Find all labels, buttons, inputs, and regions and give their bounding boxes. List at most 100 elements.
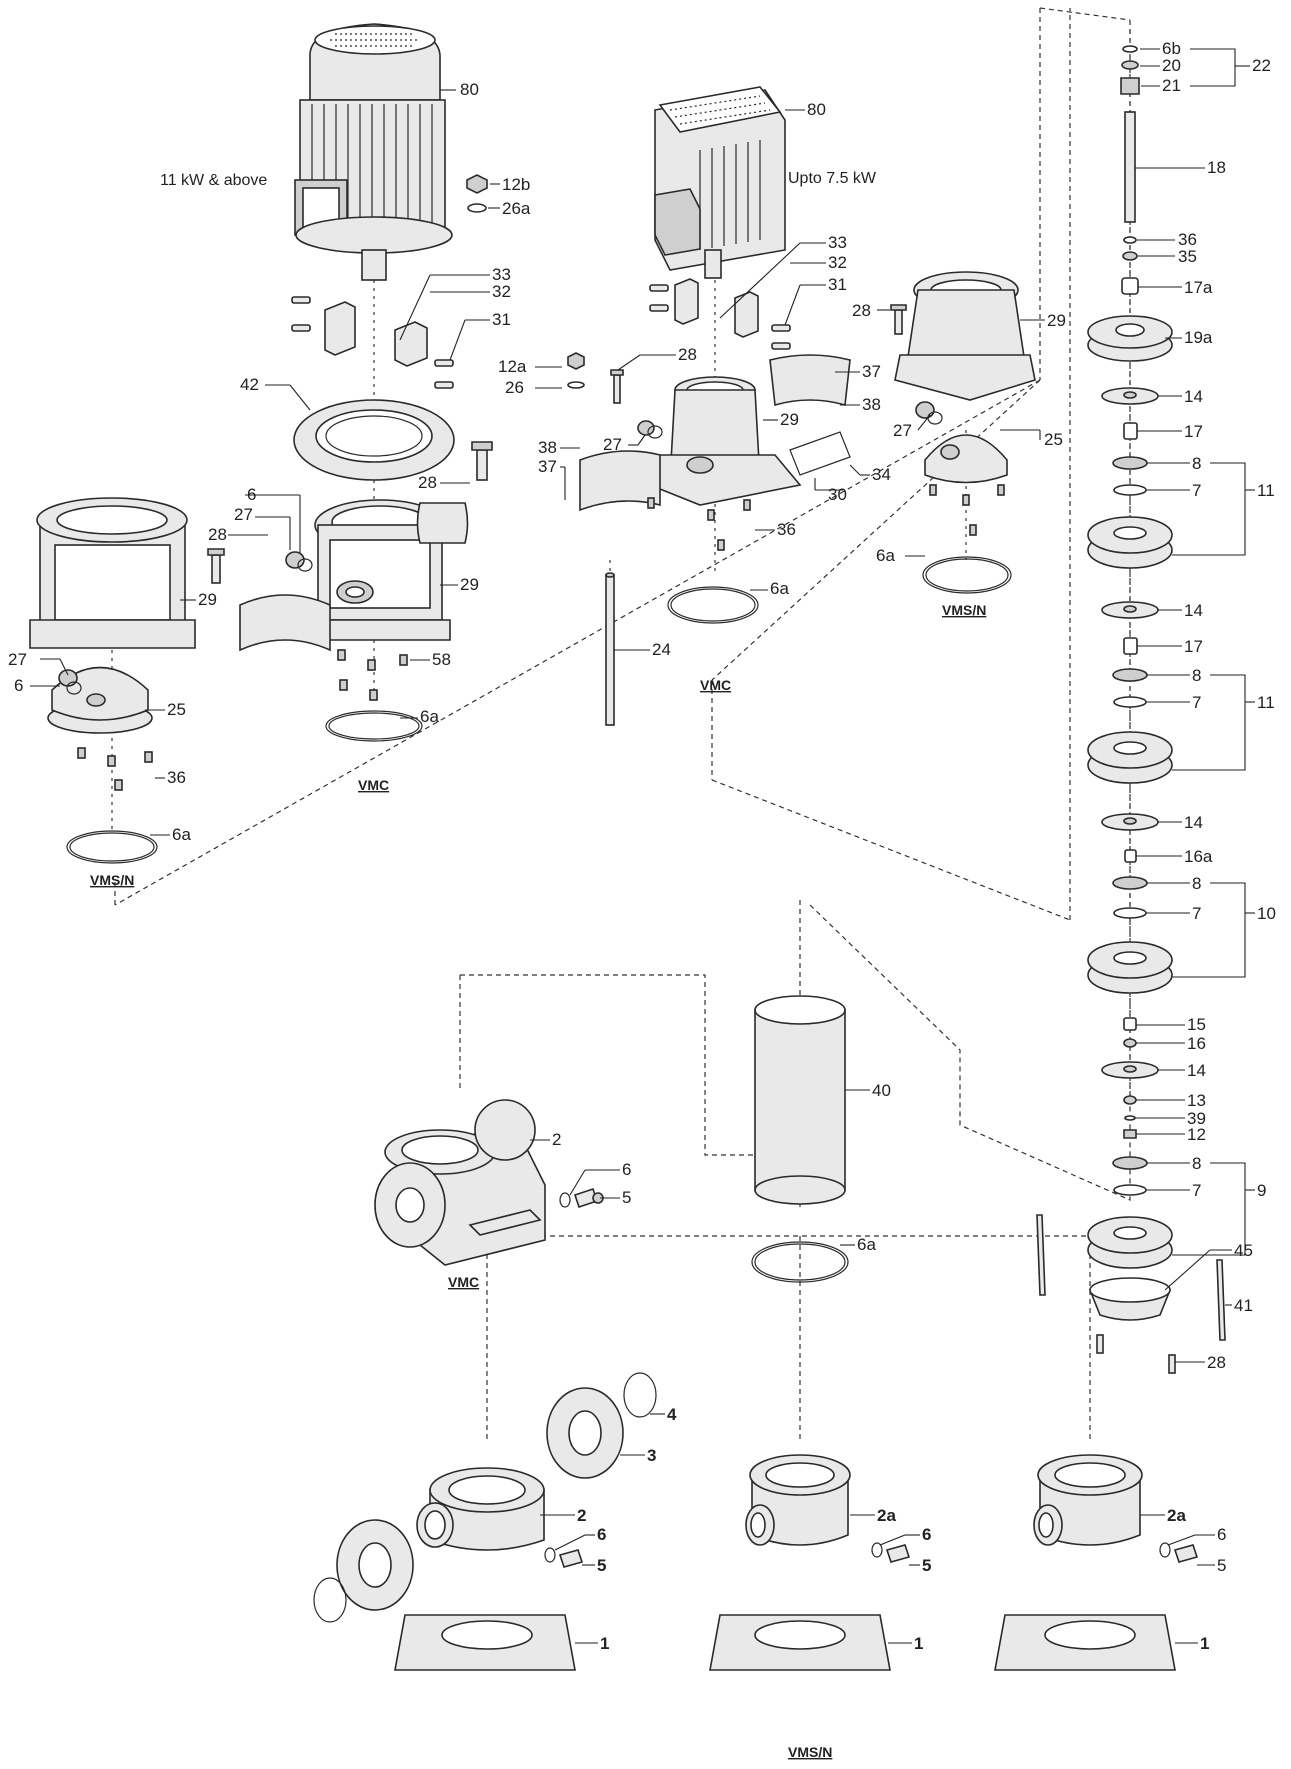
label-33-mid: 33: [828, 233, 847, 252]
label-28-right: 28: [852, 301, 871, 320]
motor-small-caption: Upto 7.5 kW: [788, 170, 877, 187]
label-2a-mid: 2a: [877, 1506, 896, 1525]
label-29-vmc-left: 29: [460, 575, 479, 594]
motor-large: 80 11 kW & above 12b 26a: [160, 23, 531, 281]
label-31-mid: 31: [828, 275, 847, 294]
label-40: 40: [872, 1081, 891, 1100]
label-21: 21: [1162, 76, 1181, 95]
lantern-vmc-left: 6 27 29 58 6a VMC: [234, 485, 479, 793]
label-20: 20: [1162, 56, 1181, 75]
label-14-b: 14: [1184, 601, 1203, 620]
coupling-middle: 33 32 31: [649, 233, 847, 350]
label-30: 30: [828, 485, 847, 504]
label-6a-vmc-left: 6a: [420, 707, 439, 726]
title-vmc-mid: VMC: [700, 677, 731, 693]
lantern-vmc-mid: 28 12a 26 27 29 38 37 38 37 30 34: [498, 345, 891, 726]
label-27-mid: 27: [603, 435, 622, 454]
label-80-large: 80: [460, 80, 479, 99]
label-19a: 19a: [1184, 328, 1213, 347]
label-27-right: 27: [893, 421, 912, 440]
label-7-c: 7: [1192, 904, 1201, 923]
label-38-mid-left: 38: [538, 438, 557, 457]
label-11-a: 11: [1257, 481, 1275, 500]
label-5-bottom-right: 5: [1217, 1556, 1226, 1575]
label-6-vms-left: 6: [14, 676, 23, 695]
label-28-vms-left: 28: [208, 525, 227, 544]
label-5-vmc-casing: 5: [622, 1188, 631, 1207]
label-32-mid: 32: [828, 253, 847, 272]
label-36-vms-left: 36: [167, 768, 186, 787]
label-2-bottom: 2: [577, 1506, 586, 1525]
label-33-left: 33: [492, 265, 511, 284]
label-22: 22: [1252, 56, 1271, 75]
title-vmc-left: VMC: [358, 777, 389, 793]
label-1-right: 1: [1200, 1634, 1209, 1653]
label-27-vms-left: 27: [8, 650, 27, 669]
label-16a: 16a: [1184, 847, 1213, 866]
label-32-left: 32: [492, 282, 511, 301]
motor-small: 80 Upto 7.5 kW: [654, 86, 877, 279]
label-28-stack: 28: [1207, 1353, 1226, 1372]
label-6-bottom-left: 6: [597, 1525, 606, 1544]
title-vms-bottom: VMS/N: [788, 1744, 832, 1760]
casing-bottom-middle: 2a 6 5 1: [709, 1454, 931, 1671]
motor-large-caption: 11 kW & above: [160, 172, 267, 189]
label-8-b: 8: [1192, 666, 1201, 685]
label-13: 13: [1187, 1091, 1206, 1110]
title-vms-right: VMS/N: [942, 602, 986, 618]
label-15: 15: [1187, 1015, 1206, 1034]
label-37-mid-left: 37: [538, 457, 557, 476]
label-35: 35: [1178, 247, 1197, 266]
casing-bottom-left: 4 3 2 6 5 1: [313, 1372, 677, 1671]
label-14-c: 14: [1184, 813, 1203, 832]
label-80-small: 80: [807, 100, 826, 119]
label-5-bottom-left: 5: [597, 1556, 606, 1575]
casing-bottom-right: 2a 6 5 1: [994, 1454, 1226, 1671]
label-37-mid-right: 37: [862, 362, 881, 381]
label-26: 26: [505, 378, 524, 397]
label-12a: 12a: [498, 357, 527, 376]
label-1-mid: 1: [914, 1634, 923, 1653]
label-29-vms-left: 29: [198, 590, 217, 609]
label-6-vmc-left: 6: [247, 485, 256, 504]
label-4: 4: [667, 1405, 677, 1424]
label-6-vmc-casing: 6: [622, 1160, 631, 1179]
label-6a-mid: 6a: [770, 579, 789, 598]
label-27-vmc-left: 27: [234, 505, 253, 524]
label-58: 58: [432, 650, 451, 669]
adaptor-flange-42: 42 28: [240, 375, 493, 492]
label-2-vmc: 2: [552, 1130, 561, 1149]
label-18: 18: [1207, 158, 1226, 177]
label-25-right: 25: [1044, 430, 1063, 449]
lantern-vms-left: 29 28 27 6 25 36 6a VMS/N: [8, 497, 268, 888]
label-11-b: 11: [1257, 693, 1275, 712]
label-17-a: 17: [1184, 422, 1203, 441]
outer-sleeve-40: 40 6a: [751, 995, 891, 1283]
casing-vmc: 2 6 5 VMC: [374, 1099, 631, 1290]
label-39: 39: [1187, 1109, 1206, 1128]
label-1-left: 1: [600, 1634, 609, 1653]
label-7-d: 7: [1192, 1181, 1201, 1200]
label-6a-sleeve: 6a: [857, 1235, 876, 1254]
label-2a-right: 2a: [1167, 1506, 1186, 1525]
label-34: 34: [872, 465, 891, 484]
label-28-mid: 28: [678, 345, 697, 364]
label-6-bottom-right: 6: [1217, 1525, 1226, 1544]
label-6a-right: 6a: [876, 546, 895, 565]
label-9: 9: [1257, 1181, 1266, 1200]
label-12b: 12b: [502, 175, 530, 194]
label-42: 42: [240, 375, 259, 394]
label-8-a: 8: [1192, 454, 1201, 473]
label-10: 10: [1257, 904, 1276, 923]
label-28-left-flange: 28: [418, 473, 437, 492]
label-41: 41: [1234, 1296, 1253, 1315]
label-8-c: 8: [1192, 874, 1201, 893]
label-25-vms-left: 25: [167, 700, 186, 719]
lantern-vms-right: 29 28 27 25 6a VMS/N: [852, 271, 1066, 618]
label-24: 24: [652, 640, 671, 659]
label-29-right: 29: [1047, 311, 1066, 330]
label-17-b: 17: [1184, 637, 1203, 656]
label-3: 3: [647, 1446, 656, 1465]
